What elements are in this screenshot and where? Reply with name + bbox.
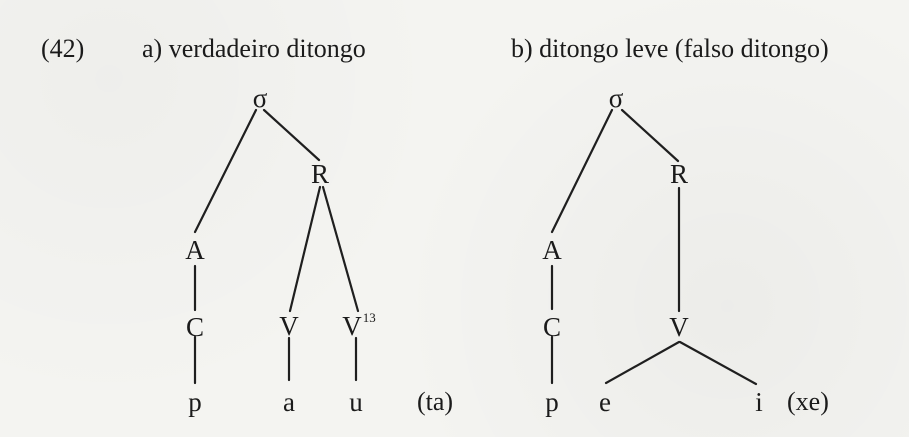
tree-b-r: R xyxy=(669,159,689,189)
edge-a-sigma-r xyxy=(262,108,321,162)
tree-b-i: i xyxy=(755,387,763,417)
tree-a-p: p xyxy=(188,387,202,417)
edge-a-r-v1 xyxy=(288,185,322,313)
edge-b-v-i xyxy=(678,340,758,386)
tree-a-gloss: (ta) xyxy=(417,387,454,416)
tree-a-v2-label: V xyxy=(342,311,362,341)
tree-b-a: A xyxy=(542,235,562,265)
edge-b-sigma-a xyxy=(550,108,614,234)
tree-b-v: V xyxy=(669,312,689,342)
tree-a-v2-superscript: 13 xyxy=(362,310,376,325)
tree-a-v2: V13 xyxy=(342,310,376,341)
edge-b-sigma-r xyxy=(620,108,680,163)
example-number: (42) xyxy=(41,34,85,63)
tree-a-u: u xyxy=(349,387,363,417)
tree-b-gloss: (xe) xyxy=(787,387,829,416)
tree-b-sigma: σ xyxy=(608,83,624,113)
tree-b-p: p xyxy=(545,387,559,417)
edge-a-sigma-a xyxy=(193,108,258,234)
tree-a-c: C xyxy=(185,312,205,342)
caption-a: a) verdadeiro ditongo xyxy=(142,34,366,63)
tree-a-v1: V xyxy=(279,311,299,341)
tree-b-c: C xyxy=(542,312,562,342)
tree-a-a: A xyxy=(185,235,205,265)
tree-a-r: R xyxy=(310,159,330,189)
tree-a-sigma: σ xyxy=(252,83,268,113)
edge-b-v-e xyxy=(604,340,681,385)
caption-b: b) ditongo leve (falso ditongo) xyxy=(511,34,829,63)
tree-b-e: e xyxy=(599,387,611,417)
edge-a-r-v2 xyxy=(321,185,360,313)
tree-a-a-segment: a xyxy=(283,387,295,417)
